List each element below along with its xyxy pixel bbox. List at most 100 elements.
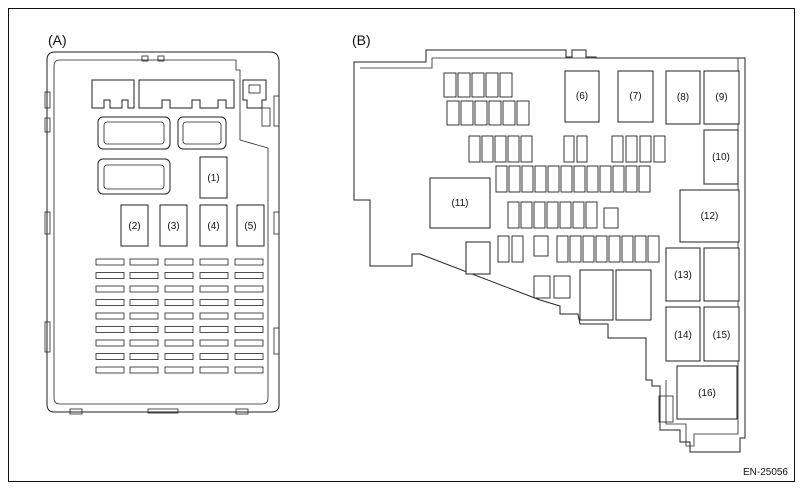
relay-box [703, 306, 740, 362]
mini-fuse [497, 235, 510, 263]
panel-a-connector-middle [138, 79, 235, 109]
mini-fuse [516, 100, 530, 126]
relay-label: (14) [674, 330, 692, 341]
mini-fuse [533, 201, 546, 229]
panel-a-tab-bottom-2 [147, 408, 179, 414]
relay-box [665, 247, 701, 302]
mini-fuse [569, 235, 582, 263]
fuse-slot [199, 339, 229, 347]
mini-fuse [612, 165, 625, 193]
panel-a-socket-1 [97, 116, 171, 150]
fuse-slot [199, 299, 229, 306]
mini-fuse [521, 165, 534, 193]
mini-fuse [481, 135, 494, 163]
panel-a-tab-bottom-1 [69, 408, 83, 415]
fuse-slot [129, 312, 159, 320]
panel-a-clip-right-2 [273, 211, 280, 235]
fuse-slot [234, 299, 264, 306]
relay-box [199, 156, 228, 199]
relay-label: (11) [451, 198, 468, 209]
relay-box [120, 204, 149, 247]
relay-box [676, 365, 738, 420]
panel-a-notch-top-2 [157, 55, 165, 62]
fuse-slot [234, 353, 264, 360]
mini-fuse [485, 72, 499, 98]
mini-fuse [603, 207, 619, 229]
panel-a-notch-top-1 [141, 55, 149, 62]
panel-b-small-part [658, 395, 674, 423]
relay-label: (1) [207, 173, 219, 184]
figure-code: EN-25056 [743, 467, 788, 478]
mini-fuse [585, 201, 598, 229]
relay-label: (12) [701, 211, 719, 222]
relay-label: (5) [244, 221, 256, 232]
mini-fuse [520, 201, 533, 229]
panel-a-side-block [261, 107, 271, 127]
fuse-slot [234, 272, 264, 279]
fuse-slot [234, 339, 264, 347]
mini-fuse [586, 165, 599, 193]
fuse-slot [234, 312, 264, 320]
fuse-slot [234, 326, 264, 333]
fuse-slot [129, 272, 159, 279]
mini-fuse [507, 201, 520, 229]
mini-fuse [547, 165, 560, 193]
mini-fuse [495, 165, 508, 193]
fuse-slot [164, 326, 194, 333]
panel-a-socket-1-inner [103, 121, 165, 145]
fuse-slot [129, 326, 159, 333]
fuse-slot [95, 339, 125, 347]
mini-fuse [499, 72, 513, 98]
fuse-slot [164, 272, 194, 279]
mini-fuse [572, 201, 585, 229]
fuse-slot [129, 339, 159, 347]
panel-a-socket-3-inner [103, 164, 165, 190]
mini-fuse [573, 165, 586, 193]
panel-a-clip-right-3 [273, 327, 280, 355]
mini-fuse [474, 100, 488, 126]
fuse-slot [164, 285, 194, 293]
mini-fuse [625, 165, 638, 193]
fuse-slot [95, 353, 125, 360]
panel-a-tab-bottom-3 [235, 408, 249, 415]
mini-fuse [576, 135, 588, 163]
relay-blank [703, 247, 740, 302]
panel-b-housing-inner [360, 57, 739, 447]
mini-fuse [508, 165, 521, 193]
mini-fuse [533, 275, 551, 299]
mini-fuse [639, 135, 652, 163]
fuse-slot [199, 272, 229, 279]
relay-label: (2) [128, 221, 140, 232]
fuse-slot [95, 326, 125, 333]
relay-label: (15) [713, 330, 731, 341]
relay-label: (13) [674, 270, 692, 281]
mini-fuse [599, 165, 612, 193]
mini-fuse [534, 165, 547, 193]
fuse-slot [164, 339, 194, 347]
relay-label: (6) [576, 91, 588, 102]
mini-fuse [468, 135, 481, 163]
relay-box [703, 129, 739, 185]
panel-b-block [465, 241, 491, 275]
fuse-slot [164, 299, 194, 306]
mini-fuse [457, 72, 471, 98]
panel-b-fuse-grid [443, 72, 666, 299]
fuse-slot [199, 366, 229, 374]
mini-fuse [560, 165, 573, 193]
relay-box [679, 189, 740, 243]
fuse-slot [95, 272, 125, 279]
fuse-slot [199, 312, 229, 320]
fuse-slot [129, 366, 159, 374]
mini-fuse [511, 235, 524, 263]
panel-a-connector-small-pin [248, 84, 261, 94]
mini-fuse [611, 135, 624, 163]
mini-fuse [625, 135, 638, 163]
mini-fuse [520, 135, 533, 163]
panel-b-label: (B) [352, 32, 371, 48]
relay-box [564, 70, 600, 123]
mini-fuse [553, 275, 571, 299]
mini-fuse [556, 235, 569, 263]
fuse-slot [129, 258, 159, 266]
panel-a-socket-2-inner [182, 121, 222, 145]
